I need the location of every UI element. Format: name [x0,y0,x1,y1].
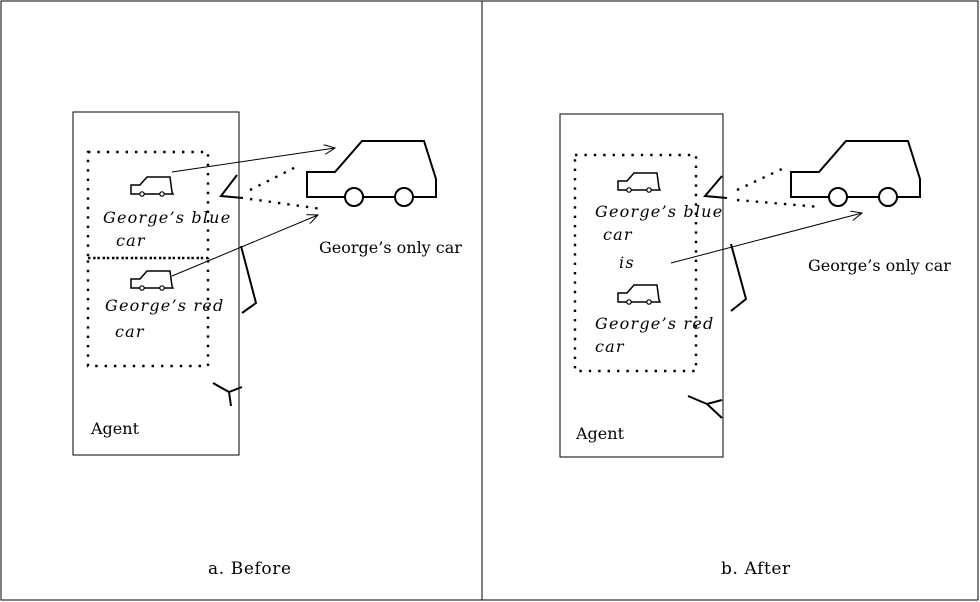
mental-item-label: George’s blue [595,203,723,221]
eye-icon [688,396,722,418]
mental-item-label: car [603,226,633,244]
small-car-icon [618,285,660,304]
sight-line [250,199,322,209]
relation-word: is [619,254,635,272]
eye-icon [241,246,256,313]
panel-caption: a. Before [208,560,292,578]
agent-label: Agent [576,425,624,443]
world-object-label: George’s only car [319,239,462,257]
sight-line [250,166,298,190]
mental-item-label: George’s blue [103,209,231,227]
small-car-icon [618,173,660,192]
panel-caption: b. After [721,560,791,578]
mental-item-label: car [116,232,146,250]
sight-line [737,200,820,207]
mental-item-label: car [115,323,145,341]
eye-icon [731,244,746,311]
mental-item-label: car [595,338,625,356]
eye-icon [705,176,727,198]
panel-after [560,114,920,457]
panel-before [73,112,436,455]
small-car-icon [131,177,173,196]
world-object-label: George’s only car [808,257,951,275]
eye-icon [213,383,242,406]
mental-item-label: George’s red [595,315,714,333]
small-car-icon [131,271,173,290]
mental-box-blue-car [88,152,208,258]
large-car-icon [307,141,436,206]
sight-line [737,168,784,190]
agent-box [73,112,239,455]
large-car-icon [791,141,920,206]
mental-item-label: George’s red [105,297,224,315]
reference-arrow [172,148,335,172]
mental-box-merged [575,155,696,371]
agent-label: Agent [91,420,139,438]
eye-icon [221,175,243,198]
